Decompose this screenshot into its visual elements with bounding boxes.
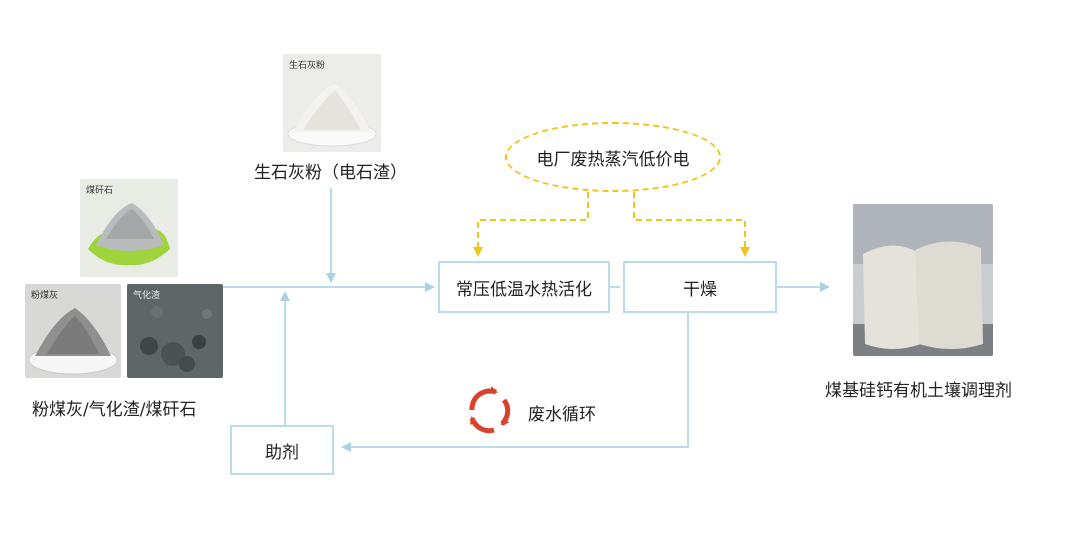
product-bags-photo <box>853 204 993 356</box>
lime-photo-tag: 生石灰粉 <box>289 61 326 71</box>
raw-materials-caption: 粉煤灰/气化渣/煤矸石 <box>32 400 197 420</box>
lime-caption: 生石灰粉（电石渣） <box>254 163 407 183</box>
additive-label: 助剂 <box>265 442 299 463</box>
drying-label: 干燥 <box>683 279 717 300</box>
gangue-image <box>88 203 170 266</box>
fly-ash-photo: 粉煤灰 <box>25 284 121 378</box>
energy-source-label: 电厂废热蒸汽低价电 <box>536 149 690 170</box>
lime-powder-image <box>287 84 377 147</box>
hydrothermal-activation-label: 常压低温水热活化 <box>456 279 592 300</box>
fly-ash-image <box>28 308 118 375</box>
energy-to-activation-dashed <box>473 192 589 257</box>
wastewater-return-line <box>341 312 689 452</box>
gangue-photo-tag: 煤矸石 <box>86 186 114 196</box>
gasification-slag-photo: 气化渣 <box>127 284 223 378</box>
coal-gangue-photo: 煤矸石 <box>80 179 178 277</box>
energy-source-ellipse: 电厂废热蒸汽低价电 <box>505 122 721 192</box>
flyash-photo-tag: 粉煤灰 <box>31 291 59 301</box>
wastewater-recycle-label: 废水循环 <box>528 405 596 425</box>
slag-photo-tag: 气化渣 <box>133 291 161 301</box>
slag-image <box>140 306 212 372</box>
lime-powder-photo: 生石灰粉 <box>283 54 381 152</box>
recycle-icon <box>469 386 511 434</box>
drying-box: 干燥 <box>623 261 777 313</box>
energy-to-drying-dashed <box>633 192 750 257</box>
additive-box: 助剂 <box>230 425 334 475</box>
hydrothermal-activation-box: 常压低温水热活化 <box>438 261 610 313</box>
product-caption: 煤基硅钙有机土壤调理剂 <box>825 381 1012 401</box>
product-bags-image <box>853 204 993 356</box>
